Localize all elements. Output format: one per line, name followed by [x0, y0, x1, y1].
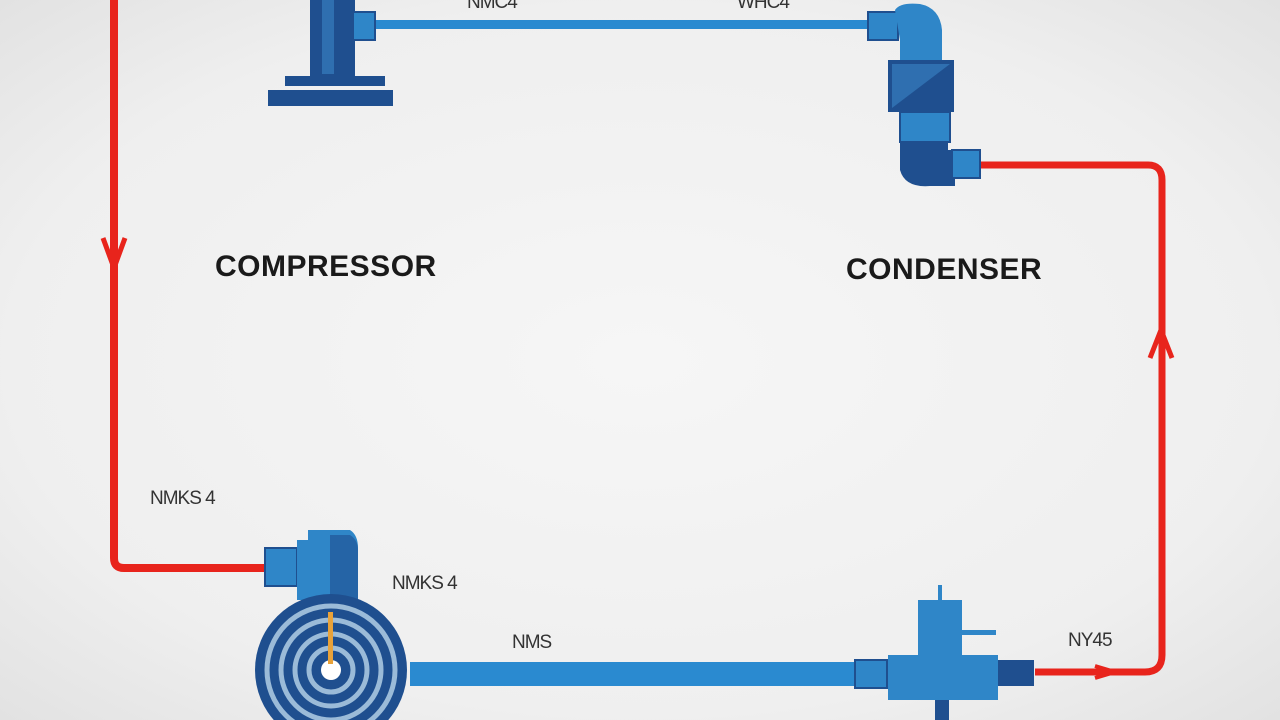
- bottom-pipe-tag: NMS: [512, 632, 552, 653]
- left-tag: NMKS 4: [150, 488, 216, 509]
- top-right-tag: WHC4: [737, 0, 790, 13]
- expansion-valve: [854, 585, 1034, 720]
- arrow-right-icon: [1094, 664, 1122, 680]
- top-pipe: [375, 20, 870, 29]
- compressor-unit: [268, 0, 393, 106]
- hot-line-left: [110, 0, 265, 572]
- pump-tag: NMKS 4: [392, 573, 458, 594]
- right-tag: NY45: [1068, 630, 1113, 651]
- top-left-tag: NMC4: [467, 0, 518, 13]
- compressor-label: COMPRESSOR: [215, 250, 437, 283]
- arrow-up-icon: [1147, 323, 1175, 359]
- condenser-unit: [867, 3, 981, 187]
- arrow-down-icon: [100, 237, 128, 276]
- condenser-label: CONDENSER: [846, 253, 1043, 286]
- hot-line-right: [980, 161, 1166, 676]
- evaporator-coil: [255, 530, 407, 720]
- bottom-pipe: [410, 662, 860, 686]
